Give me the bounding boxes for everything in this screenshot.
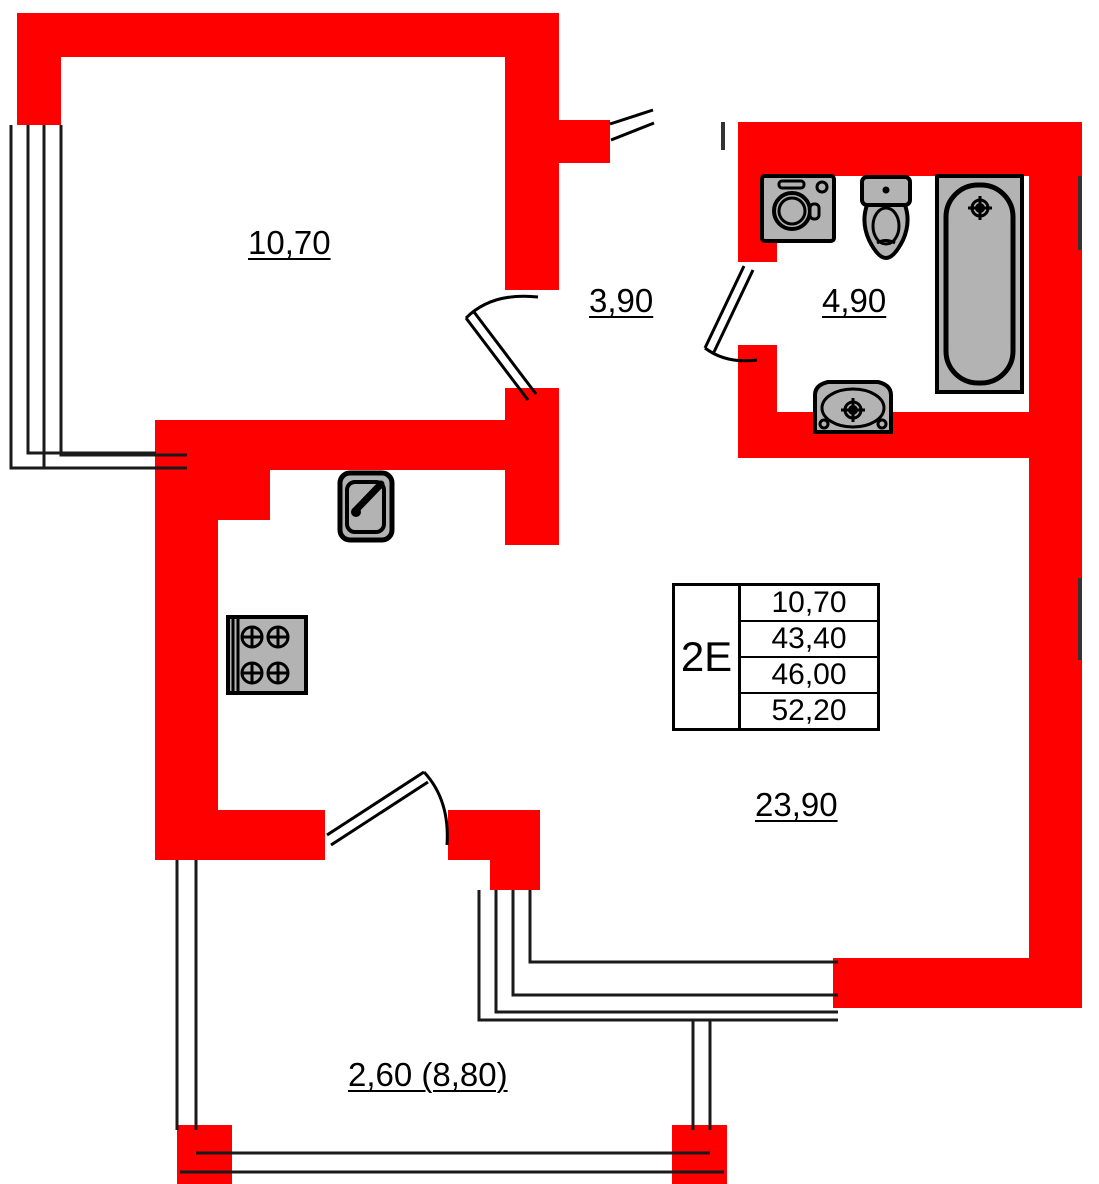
room-area-label-balcony: 2,60 (8,80) xyxy=(348,1056,508,1093)
living-kitchen-door xyxy=(326,770,449,847)
bedroom-window-line-3 xyxy=(26,125,156,455)
area-value-total: 46,00 xyxy=(741,658,877,694)
living-door-leaf xyxy=(326,770,425,837)
washbasin-icon xyxy=(813,380,893,434)
area-summary-table: 2E 10,70 43,40 46,00 52,20 xyxy=(672,583,880,731)
wall-living-bottom-left xyxy=(168,810,325,860)
living-door-arc xyxy=(422,770,449,846)
entrance-door xyxy=(609,108,655,142)
area-values-column: 10,70 43,40 46,00 52,20 xyxy=(741,586,877,728)
balcony-window-line-1 xyxy=(494,890,838,1014)
bedroom-window-line-1 xyxy=(59,125,187,457)
living-door-leaf-2 xyxy=(330,780,429,847)
bedroom-door xyxy=(464,294,539,401)
toilet-icon xyxy=(860,175,912,261)
area-value-with-balcony: 52,20 xyxy=(771,694,847,727)
area-value-usable: 43,40 xyxy=(741,622,877,658)
bathroom-door-leaf-2 xyxy=(712,269,755,353)
wall-bedroom-right-upper xyxy=(505,13,610,290)
doors-layer xyxy=(326,108,758,847)
windows-layer xyxy=(9,125,838,1174)
wall-bathroom-left-lower xyxy=(738,345,777,412)
wall-living-bottom-pier xyxy=(448,810,540,890)
washbasin-drain-icon xyxy=(841,398,865,422)
bathroom-door xyxy=(703,265,758,363)
wall-kitchen-top-stub xyxy=(270,420,540,470)
washing-machine-icon xyxy=(760,174,836,243)
wall-right-outer xyxy=(1029,122,1082,1008)
room-area-label-hallway: 3,90 xyxy=(589,282,654,319)
bathtub-drain-icon xyxy=(968,196,992,220)
balcony-window-line-2 xyxy=(511,890,838,997)
bedroom-door-leaf-2 xyxy=(472,311,538,395)
wall-bathroom-bottom xyxy=(738,412,1033,458)
bathtub-icon xyxy=(935,174,1024,394)
wall-ticks-layer xyxy=(721,122,1082,660)
room-area-label-bathroom: 4,90 xyxy=(822,282,887,319)
wall-bedroom-top xyxy=(17,13,559,125)
cooktop-stove-icon xyxy=(226,615,308,695)
balcony-window-line-3 xyxy=(528,890,838,964)
room-area-label-bedroom: 10,70 xyxy=(248,224,331,261)
entrance-door-leaf-b xyxy=(610,121,655,142)
wall-living-bottom-right xyxy=(833,958,1082,1008)
entrance-door-leaf-a xyxy=(609,108,654,126)
bedroom-door-arc xyxy=(464,294,539,320)
room-area-label-living-kitchen: 23,90 xyxy=(755,786,838,823)
bedroom-door-leaf xyxy=(464,317,530,401)
bathroom-door-arc xyxy=(704,346,758,363)
wall-kitchen-left xyxy=(155,420,325,860)
bathroom-door-leaf xyxy=(703,265,746,349)
bedroom-window-line-2 xyxy=(42,125,187,470)
kitchen-sink-icon xyxy=(337,470,395,543)
fixtures-layer xyxy=(226,174,1024,695)
area-value-living: 10,70 xyxy=(741,586,877,622)
wall-bathroom-top xyxy=(723,122,1082,176)
apartment-type-label: 2E xyxy=(675,586,741,728)
bedroom-window-line-4 xyxy=(9,125,156,470)
balcony-window-line-4 xyxy=(477,890,838,1022)
